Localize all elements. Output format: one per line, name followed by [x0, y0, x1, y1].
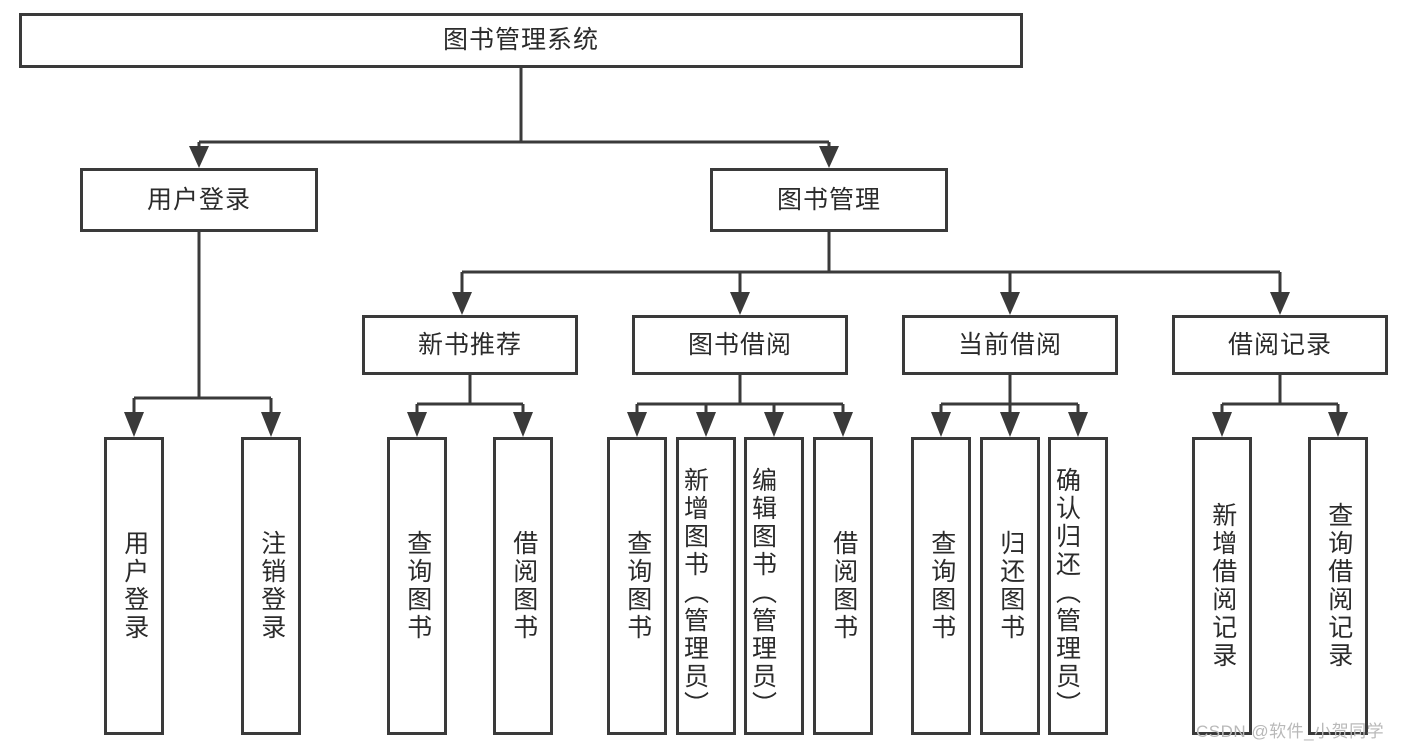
arrow-newbook-leaf-2	[513, 412, 533, 437]
arrow-bookborrow	[730, 292, 750, 315]
node-root-book-management-system[interactable]: 图书管理系统	[19, 13, 1023, 68]
arrow-user-login	[189, 146, 209, 168]
node-leaf-user-login-label: 用户登录	[120, 530, 149, 642]
node-book-borrow[interactable]: 图书借阅	[632, 315, 848, 375]
node-leaf-newbook-borrow-book[interactable]: 借阅图书	[493, 437, 553, 735]
node-leaf-newbook-query-book[interactable]: 查询图书	[387, 437, 447, 735]
node-leaf-add-book-admin-label: 新增图书（管理员）	[680, 467, 709, 719]
node-leaf-return-book[interactable]: 归还图书	[980, 437, 1040, 735]
node-leaf-borrow-query-book-label: 查询图书	[623, 530, 652, 642]
arrow-currentborrow-leaf-2	[1000, 412, 1020, 437]
node-user-login-label: 用户登录	[146, 185, 251, 214]
node-leaf-newbook-borrow-book-label: 借阅图书	[509, 530, 538, 642]
node-book-management[interactable]: 图书管理	[710, 168, 948, 232]
node-current-borrow[interactable]: 当前借阅	[902, 315, 1118, 375]
arrow-userlogin-leaf-1	[124, 412, 144, 437]
node-leaf-add-book-admin[interactable]: 新增图书（管理员）	[676, 437, 736, 735]
node-new-book-recommend[interactable]: 新书推荐	[362, 315, 578, 375]
node-leaf-confirm-return-admin[interactable]: 确认归还（管理员）	[1048, 437, 1108, 735]
node-current-borrow-label: 当前借阅	[957, 330, 1062, 359]
node-leaf-newbook-query-book-label: 查询图书	[403, 530, 432, 642]
node-new-book-recommend-label: 新书推荐	[417, 330, 522, 359]
arrow-bookborrow-leaf-4	[833, 412, 853, 437]
arrow-currentborrow-leaf-3	[1068, 412, 1088, 437]
node-leaf-return-book-label: 归还图书	[996, 530, 1025, 642]
node-leaf-borrow-query-book[interactable]: 查询图书	[607, 437, 667, 735]
arrow-borrowrecord	[1270, 292, 1290, 315]
csdn-watermark: CSDN @软件_小贺同学	[1196, 722, 1385, 741]
node-borrow-record-label: 借阅记录	[1227, 330, 1332, 359]
node-leaf-current-query-book-label: 查询图书	[927, 530, 956, 642]
node-borrow-record[interactable]: 借阅记录	[1172, 315, 1388, 375]
arrow-userlogin-leaf-2	[261, 412, 281, 437]
node-leaf-borrow-book-label: 借阅图书	[829, 530, 858, 642]
arrow-currentborrow-leaf-1	[931, 412, 951, 437]
node-leaf-edit-book-admin-label: 编辑图书（管理员）	[748, 467, 777, 719]
arrow-newbook	[452, 292, 472, 315]
arrow-bookborrow-leaf-1	[627, 412, 647, 437]
node-leaf-logout[interactable]: 注销登录	[241, 437, 301, 735]
node-leaf-edit-book-admin[interactable]: 编辑图书（管理员）	[744, 437, 804, 735]
arrow-borrowrecord-leaf-2	[1328, 412, 1348, 437]
node-leaf-current-query-book[interactable]: 查询图书	[911, 437, 971, 735]
node-leaf-user-login[interactable]: 用户登录	[104, 437, 164, 735]
node-leaf-add-borrow-record-label: 新增借阅记录	[1208, 502, 1237, 670]
arrow-bookborrow-leaf-3	[764, 412, 784, 437]
node-leaf-add-borrow-record[interactable]: 新增借阅记录	[1192, 437, 1252, 735]
arrow-borrowrecord-leaf-1	[1212, 412, 1232, 437]
arrow-currentborrow	[1000, 292, 1020, 315]
node-user-login[interactable]: 用户登录	[80, 168, 318, 232]
node-book-borrow-label: 图书借阅	[687, 330, 792, 359]
node-leaf-query-borrow-record-label: 查询借阅记录	[1324, 502, 1353, 670]
node-leaf-query-borrow-record[interactable]: 查询借阅记录	[1308, 437, 1368, 735]
node-leaf-borrow-book[interactable]: 借阅图书	[813, 437, 873, 735]
node-leaf-confirm-return-admin-label: 确认归还（管理员）	[1052, 467, 1081, 719]
node-root-label: 图书管理系统	[442, 26, 599, 55]
node-book-management-label: 图书管理	[776, 185, 881, 214]
arrow-book-mgmt	[819, 146, 839, 168]
arrow-bookborrow-leaf-2	[696, 412, 716, 437]
node-leaf-logout-label: 注销登录	[257, 530, 286, 642]
arrow-newbook-leaf-1	[407, 412, 427, 437]
